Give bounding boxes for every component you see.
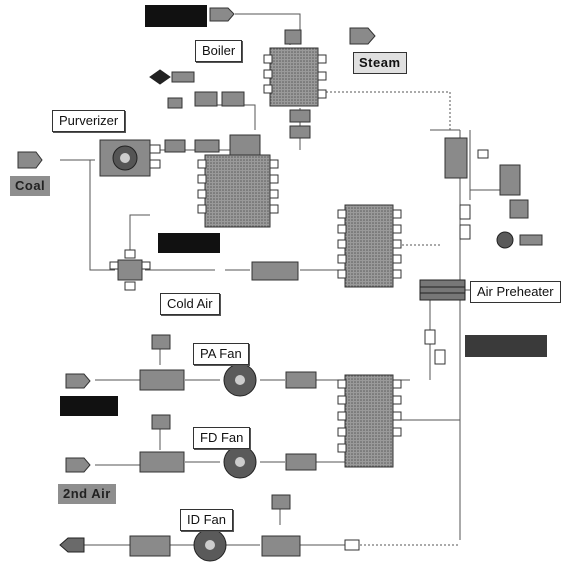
id-fan-label: ID Fan	[180, 509, 234, 531]
top-feed-block	[209, 7, 302, 45]
pulverizer-block	[99, 134, 261, 177]
pulverizer-upper-units	[149, 69, 245, 109]
steam-shape	[349, 27, 376, 45]
fan-controller-block	[337, 374, 402, 468]
boiler-label: Boiler	[195, 40, 243, 62]
cold-air-splitter	[109, 249, 299, 291]
pa-fan-label: PA Fan	[193, 343, 249, 365]
boiler-block	[263, 47, 327, 139]
mill-control-block	[197, 154, 279, 228]
steam-label: Steam	[353, 52, 407, 74]
black-box-right	[465, 335, 547, 357]
fd-fan-row	[65, 414, 317, 479]
purverizer-label: Purverizer	[52, 110, 126, 132]
coal-label: Coal	[10, 176, 51, 196]
black-box-top	[145, 5, 207, 27]
second-air-label: 2nd Air	[58, 484, 116, 504]
black-box-left	[60, 396, 118, 416]
id-fan-row	[59, 494, 360, 562]
right-side-chain	[444, 137, 543, 249]
air-controller-block	[337, 204, 402, 288]
air-preheater-label: Air Preheater	[470, 281, 561, 303]
coal-feeder	[17, 151, 43, 169]
black-box-middle	[158, 233, 220, 253]
fd-fan-label: FD Fan	[193, 427, 251, 449]
cold-air-label: Cold Air	[160, 293, 220, 315]
pa-fan-row	[65, 334, 317, 397]
air-preheater-block	[419, 279, 466, 365]
